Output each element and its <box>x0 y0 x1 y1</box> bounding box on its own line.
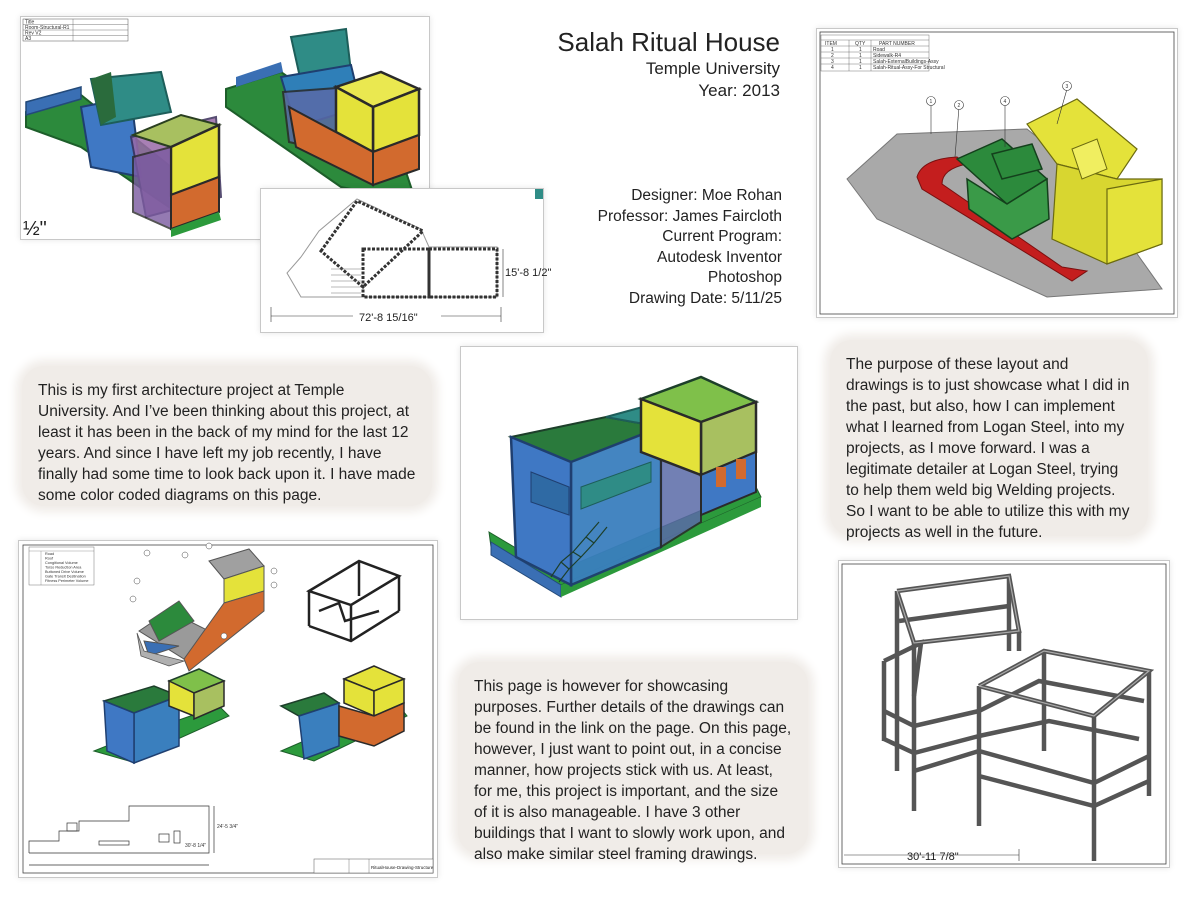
titleblock-line-3: Rev V2 <box>25 31 42 37</box>
site-yellow-building <box>1026 98 1163 265</box>
sm-list-0: Road <box>45 552 54 556</box>
sheet-elevation <box>28 805 215 866</box>
sheet-steel-frame <box>306 559 402 643</box>
parts-header-qty: QTY <box>855 41 866 47</box>
purpose-note: The purpose of these layout and drawings… <box>830 340 1148 541</box>
bottom-drawing-content: Road Roof Congitional Volume Torso Reduc… <box>19 541 437 877</box>
bottom-drawing-sheet: Road Roof Congitional Volume Torso Reduc… <box>18 540 438 878</box>
sidewalk-shape <box>916 156 1089 282</box>
parts-row-1-qty: 1 <box>859 47 862 53</box>
sheet-iso-right <box>279 665 408 762</box>
iso-building-a <box>25 70 223 237</box>
color-sheet-top: Title Room-Structural-R1 Rev V2 A3 ½" <box>20 16 430 240</box>
parts-row-3-part: Salah-ExternalBuildings-Assy <box>873 59 939 65</box>
parts-row-3-item: 3 <box>831 59 834 65</box>
sm-list-1: Roof <box>45 557 54 561</box>
site-assembly-drawing: ITEM QTY PART NUMBER 1 1 Road 2 1 Sidewa… <box>817 29 1177 317</box>
project-title: Salah Ritual House <box>557 27 780 57</box>
program-photoshop: Photoshop <box>707 269 782 286</box>
parts-row-2-item: 2 <box>831 53 834 59</box>
program-label: Current Program: <box>662 228 782 245</box>
title-block: Salah Ritual House Temple University Yea… <box>557 26 780 102</box>
parts-row-1-item: 1 <box>831 47 834 53</box>
titleblock-line-1: Title <box>25 20 34 26</box>
sm-list-4: Buttoned Drive Volume <box>45 570 84 574</box>
balloon-1: 1 <box>930 99 933 105</box>
sm-list-6: Fitness Perimeter Volume <box>45 579 88 583</box>
project-year: Year: 2013 <box>698 81 780 100</box>
sheet-sm-list: Road Roof Congitional Volume Torso Reduc… <box>28 546 95 586</box>
designer-credit: Designer: Moe Rohan <box>631 187 782 204</box>
fraction-mark: ½" <box>23 218 47 240</box>
parts-header-item: ITEM <box>825 41 837 47</box>
frame-dim-label: 30'-11 7/8" <box>907 851 959 863</box>
program-inventor: Autodesk Inventor <box>657 248 782 266</box>
titleblock-line-4: A3 <box>25 36 31 42</box>
balloon-2: 2 <box>958 103 961 109</box>
sheet-sm-titleblock: RitualHouse-Drawing-Structure <box>313 858 434 874</box>
titleblock-top: Title Room-Structural-R1 Rev V2 A3 <box>22 18 129 42</box>
professor-credit: Professor: James Faircloth <box>597 207 782 225</box>
parts-list-table: ITEM QTY PART NUMBER 1 1 Road 2 1 Sidewa… <box>820 34 945 72</box>
plan-outline <box>286 198 499 299</box>
floor-plan-sheet: 72'-8 15/16" 15'-8 1/2" <box>260 188 551 333</box>
sm-list-3: Torso Reduction Area <box>45 566 82 570</box>
sheet-dim-height: 24'-5 3/4" <box>217 824 238 830</box>
site-green-building <box>955 138 1050 240</box>
intro-note-text: This is my first architecture project at… <box>38 382 416 504</box>
color-sheet-top-drawing: Title Room-Structural-R1 Rev V2 A3 ½" <box>21 17 429 240</box>
parts-header-part: PART NUMBER <box>879 41 915 47</box>
balloon-3: 3 <box>1066 84 1069 90</box>
sheet-gray-iso <box>129 542 278 672</box>
sm-list-5: Gate Transit Destination <box>45 575 86 579</box>
school-name: Temple University <box>645 59 780 78</box>
sm-list-2: Congitional Volume <box>45 561 78 565</box>
showcase-note: This page is however for showcasing purp… <box>458 662 808 863</box>
center-iso-drawing <box>461 347 797 619</box>
parts-row-2-qty: 1 <box>859 53 862 59</box>
drawing-date: Drawing Date: 5/11/25 <box>628 289 782 307</box>
plan-dim-depth: 15'-8 1/2" <box>505 267 551 279</box>
purpose-note-text: The purpose of these layout and drawings… <box>846 356 1130 541</box>
sheet-dim-width: 30'-8 1/4" <box>185 843 206 849</box>
site-assembly-sheet: ITEM QTY PART NUMBER 1 1 Road 2 1 Sidewa… <box>816 28 1178 318</box>
credits-block: Designer: Moe Rohan Professor: James Fai… <box>598 186 782 309</box>
showcase-note-text: This page is however for showcasing purp… <box>474 678 792 863</box>
titleblock-line-2: Room-Structural-R1 <box>25 25 70 31</box>
sheet-iso-left <box>92 668 230 765</box>
parts-row-4-part: Salah-Ritual-Assy-For Structural <box>873 65 945 71</box>
parts-row-4-item: 4 <box>831 65 834 71</box>
steel-frame-drawing: 30'-11 7/8" <box>839 561 1169 867</box>
parts-row-4-qty: 1 <box>859 65 862 71</box>
frame-dimension: 30'-11 7/8" <box>844 849 1020 863</box>
intro-note: This is my first architecture project at… <box>22 366 432 506</box>
steel-frame-sheet: 30'-11 7/8" <box>838 560 1170 868</box>
floor-plan-drawing: 72'-8 15/16" 15'-8 1/2" <box>261 189 551 332</box>
parts-row-2-part: Sidewalk-R4 <box>873 53 901 59</box>
parts-row-1-part: Road <box>873 47 885 53</box>
center-iso-render <box>460 346 798 620</box>
plan-dimensions: 72'-8 15/16" 15'-8 1/2" <box>270 249 551 324</box>
iso-building-b <box>225 27 423 204</box>
center-stair <box>550 521 608 583</box>
balloon-callouts <box>926 81 1072 158</box>
plan-dim-width: 72'-8 15/16" <box>359 312 418 324</box>
steel-frame-highlights <box>896 575 1151 717</box>
parts-row-3-qty: 1 <box>859 59 862 65</box>
balloon-4: 4 <box>1004 99 1007 105</box>
sheet-sm-title: RitualHouse-Drawing-Structure <box>371 865 434 870</box>
